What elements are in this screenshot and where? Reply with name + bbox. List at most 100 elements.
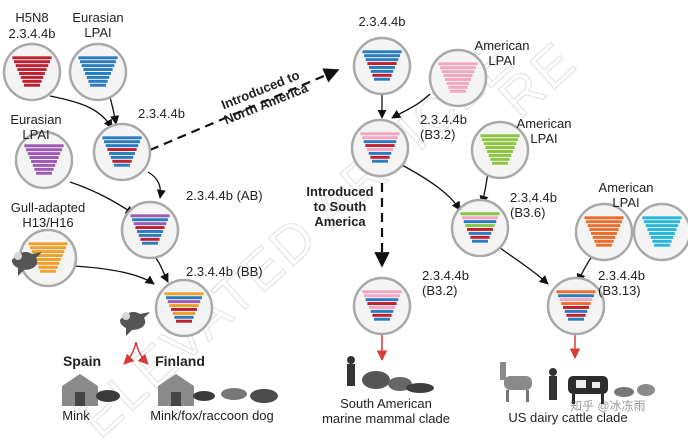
gene-segment — [642, 216, 682, 220]
watermark-corner: 知乎 @冰冻雨 — [570, 398, 646, 413]
arrow-main-to-ab — [147, 171, 166, 199]
arrow-b32-to-b36 — [399, 163, 461, 211]
gene-segment — [369, 306, 395, 309]
gene-segment — [365, 58, 399, 62]
gene-segment — [591, 232, 617, 235]
gene-segment — [138, 233, 162, 237]
label-line: South American — [340, 396, 432, 411]
arrow-h5n8-to-main — [49, 95, 113, 129]
dairy-cow-icon — [568, 376, 608, 404]
gene-segment — [133, 222, 167, 226]
gene-segment — [85, 72, 111, 75]
label-clade-main: 2.3.4.4b — [138, 106, 185, 121]
gene-segment — [561, 302, 591, 306]
arrow-amlpai1-to-b32 — [391, 93, 431, 119]
person-icon-us — [549, 368, 557, 400]
gene-segment — [362, 290, 402, 294]
gene-segment — [12, 56, 52, 60]
gene-segment — [105, 144, 139, 148]
strain-node-h5n8 — [2, 42, 62, 102]
raccoon-dog-icon — [250, 389, 278, 403]
gene-segment — [137, 230, 163, 233]
label-line: America — [314, 214, 366, 229]
gene-segment — [367, 62, 397, 66]
gene-segment — [31, 160, 57, 163]
gene-segment — [27, 152, 61, 156]
bird-icon — [637, 384, 655, 396]
strain-node-bb — [154, 278, 214, 338]
label-mink: Mink — [62, 408, 90, 423]
strain-node-b32 — [350, 118, 410, 178]
gene-segment — [445, 78, 471, 81]
gene-segment — [166, 296, 202, 300]
gene-segment — [374, 317, 390, 321]
gene-segment — [482, 138, 518, 142]
label-clade-b36: 2.3.4.4b(B3.6) — [510, 190, 557, 220]
gene-segment — [563, 306, 589, 309]
label-line: 2.3.4.4b — [422, 268, 469, 283]
gene-segment — [90, 83, 106, 87]
gene-segment — [584, 216, 624, 220]
gene-segment — [652, 239, 672, 243]
gene-segment — [368, 151, 392, 155]
gene-segment — [35, 258, 61, 261]
gene-segment — [465, 224, 495, 228]
mink-icon-finland — [193, 391, 215, 401]
gene-segment — [644, 220, 680, 224]
label-line: 2.3.4.4b — [420, 112, 467, 127]
strain-node-eurasian-2 — [14, 130, 74, 190]
gene-segment — [374, 77, 390, 81]
gene-segment — [587, 224, 621, 228]
gene-segment — [83, 68, 113, 72]
gene-segment — [135, 226, 165, 230]
gene-segment — [81, 64, 115, 68]
gene-segment — [372, 313, 392, 317]
gene-segment — [367, 302, 397, 306]
gene-segment — [586, 220, 622, 224]
gene-segment — [364, 54, 400, 58]
label-clade-bb: 2.3.4.4b (BB) — [186, 264, 263, 279]
label-line: 2.3.4.4b — [598, 268, 645, 283]
gene-segment — [80, 60, 116, 64]
barn-icon-spain — [62, 374, 98, 406]
gene-segment — [462, 216, 498, 220]
gene-segment — [463, 220, 497, 224]
gene-segment — [468, 231, 492, 235]
gene-segment — [362, 136, 398, 140]
gene-segment — [109, 152, 135, 155]
gene-segment — [110, 155, 134, 159]
bb-split-arrows — [123, 341, 149, 365]
label-clade-na: 2.3.4.4b — [359, 14, 406, 29]
strain-node-eurasian-1 — [68, 42, 128, 102]
gull-icon — [12, 252, 42, 276]
gene-segment — [15, 64, 49, 68]
gene-segment — [566, 313, 586, 317]
gene-segment — [450, 89, 466, 93]
gene-segment — [460, 212, 500, 216]
label-line: LPAI — [530, 131, 557, 146]
dolphin-icon — [406, 383, 434, 393]
gene-segment — [36, 261, 60, 265]
strain-node-sa — [352, 276, 412, 336]
label-clade-b32: 2.3.4.4b(B3.2) — [420, 112, 467, 142]
seal-icon — [388, 377, 412, 391]
cat-icon — [614, 387, 634, 397]
label-line: 2.3.4.4b — [510, 190, 557, 205]
gene-segment — [364, 294, 400, 298]
gene-segment — [167, 300, 201, 304]
gene-segment — [29, 156, 59, 160]
dashed-arrow-to-north-america — [149, 68, 340, 152]
gene-segment — [20, 75, 44, 79]
label-clade-sa: 2.3.4.4b(B3.2) — [422, 268, 469, 298]
label-line: American — [599, 180, 654, 195]
gene-segment — [114, 163, 130, 167]
gene-segment — [19, 72, 45, 75]
gene-segment — [176, 319, 192, 323]
label-clade-b313: 2.3.4.4b(B3.13) — [598, 268, 645, 298]
gene-segment — [372, 73, 392, 77]
label-line: Eurasian — [10, 112, 61, 127]
gene-segment — [24, 144, 64, 148]
label-line: Eurasian — [72, 10, 123, 25]
